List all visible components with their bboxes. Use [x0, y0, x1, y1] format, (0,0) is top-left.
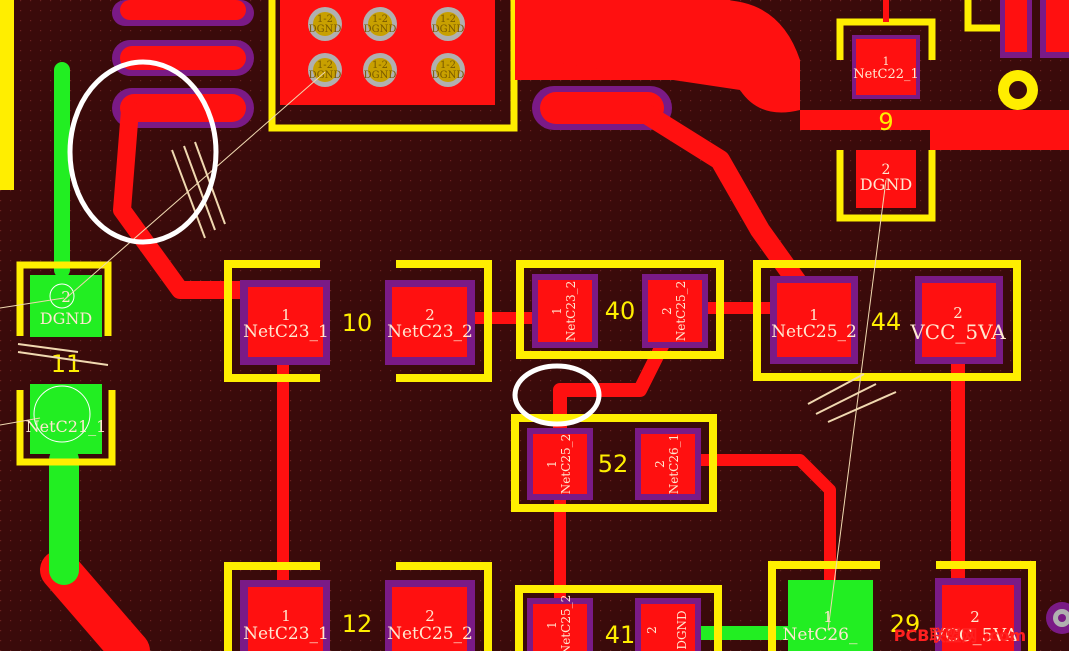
top-right-misc: [964, 0, 1069, 110]
top-left-mask-pads: [0, 0, 254, 190]
via-5[interactable]: 1-2 DGND: [363, 53, 397, 87]
top-right-copper-pour: [515, 0, 1069, 150]
via-1[interactable]: 1-2 DGND: [308, 7, 342, 41]
drc-hatch-marks: [17, 141, 897, 423]
highlight-ellipse-center: [512, 363, 602, 427]
via-6[interactable]: 1-2 DGND: [431, 53, 465, 87]
component-10[interactable]: 1 NetC23_1 10 2 NetC23_2: [224, 260, 492, 382]
highlight-ellipse-left: [67, 59, 219, 245]
ratsnest-lines: [0, 71, 887, 631]
right-edge-via[interactable]: [1046, 602, 1069, 634]
via-3[interactable]: 1-2 DGND: [431, 7, 465, 41]
component-52[interactable]: 1 NetC25_2 52 2 NetC26_1: [511, 414, 717, 512]
component-40[interactable]: 1 NetC23_2 40 2 NetC25_2: [516, 260, 724, 359]
via-2[interactable]: 1-2 DGND: [363, 7, 397, 41]
highlight-markers: [67, 59, 602, 427]
